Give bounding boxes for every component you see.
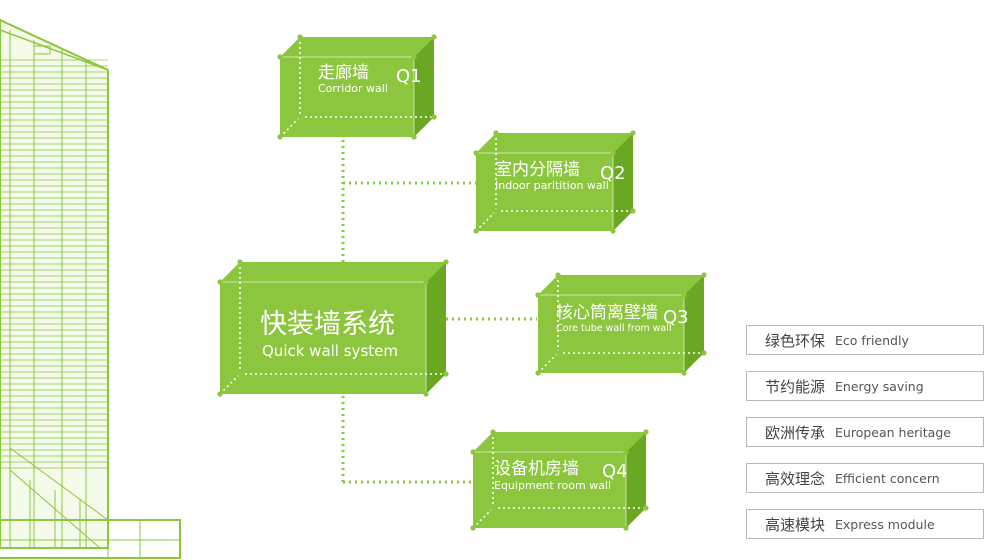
feature-en: Eco friendly xyxy=(835,332,909,348)
box-q1-title-en: Corridor wall xyxy=(318,82,388,95)
box-corner-dot xyxy=(623,525,629,531)
building-illustration xyxy=(0,18,181,559)
box-corner-dot xyxy=(423,279,429,285)
box-front-face xyxy=(476,153,613,231)
feature-item: 节约能源 Energy saving xyxy=(746,371,984,401)
box-corner-dot xyxy=(277,54,283,60)
core-tube-wall-box xyxy=(535,272,707,376)
box-corner-dot xyxy=(297,114,303,120)
box-corner-dot xyxy=(701,350,707,356)
quick-wall-system-box xyxy=(217,259,449,397)
box-q3-title-en: Core tube wall from wall xyxy=(556,323,672,334)
box-corner-dot xyxy=(470,449,476,455)
box-q2-code: Q2 xyxy=(600,163,626,184)
box-front-face xyxy=(538,295,684,373)
box-front-face xyxy=(220,282,426,394)
box-side-face xyxy=(613,133,633,231)
box-corner-dot xyxy=(217,391,223,397)
feature-item: 欧洲传承 European heritage xyxy=(746,417,984,447)
box-corner-dot xyxy=(297,34,303,40)
box-corner-dot xyxy=(237,259,243,265)
box-corner-dot xyxy=(701,272,707,278)
feature-item: 高速模块 Express module xyxy=(746,509,984,539)
feature-en: Efficient concern xyxy=(835,470,940,486)
box-corner-dot xyxy=(535,292,541,298)
box-corner-dot xyxy=(630,208,636,214)
main-title-cn: 快装墙系统 xyxy=(260,309,395,340)
indoor-partition-wall-box xyxy=(473,130,636,234)
box-corner-dot xyxy=(473,150,479,156)
box-front-face xyxy=(280,57,414,137)
box-corner-dot xyxy=(493,208,499,214)
box-corner-dot xyxy=(610,150,616,156)
feature-item: 高效理念 Efficient concern xyxy=(746,463,984,493)
box-corner-dot xyxy=(493,130,499,136)
box-corner-dot xyxy=(217,279,223,285)
equipment-room-wall-box xyxy=(470,429,649,531)
corridor-wall-box xyxy=(277,34,437,140)
box-corner-dot xyxy=(443,259,449,265)
box-side-face xyxy=(414,37,434,137)
box-side-face xyxy=(626,432,646,528)
box-q2-title-en: Indoor paritition wall xyxy=(495,179,609,192)
box-corner-dot xyxy=(431,114,437,120)
box-corner-dot xyxy=(423,391,429,397)
box-q3-title-cn: 核心筒离壁墙 xyxy=(556,303,658,323)
box-corner-dot xyxy=(277,134,283,140)
box-corner-dot xyxy=(643,429,649,435)
box-corner-dot xyxy=(411,134,417,140)
box-corner-dot xyxy=(237,371,243,377)
box-q3-code: Q3 xyxy=(663,307,689,328)
box-q4-title-en: Equipment room wall xyxy=(494,479,612,492)
box-top-face xyxy=(538,275,704,295)
main-title-en: Quick wall system xyxy=(262,342,398,360)
box-corner-dot xyxy=(643,505,649,511)
box-corner-dot xyxy=(610,228,616,234)
box-top-face xyxy=(280,37,434,57)
feature-cn: 节约能源 xyxy=(765,377,826,396)
feature-en: Express module xyxy=(835,516,935,532)
box-q1-code: Q1 xyxy=(396,66,422,87)
box-q4-code: Q4 xyxy=(602,461,628,482)
box-top-face xyxy=(473,432,646,452)
box-side-face xyxy=(684,275,704,373)
box-corner-dot xyxy=(431,34,437,40)
box-corner-dot xyxy=(473,228,479,234)
box-corner-dot xyxy=(490,505,496,511)
box-corner-dot xyxy=(555,350,561,356)
box-corner-dot xyxy=(681,292,687,298)
box-front-face xyxy=(473,452,626,528)
box-top-face xyxy=(476,133,633,153)
feature-cn: 高速模块 xyxy=(765,515,826,534)
box-q1-title-cn: 走廊墙 xyxy=(318,63,369,83)
box-corner-dot xyxy=(470,525,476,531)
box-corner-dot xyxy=(623,449,629,455)
box-corner-dot xyxy=(443,371,449,377)
box-corner-dot xyxy=(681,370,687,376)
box-corner-dot xyxy=(411,54,417,60)
box-q2-title-cn: 室内分隔墙 xyxy=(495,160,580,180)
box-corner-dot xyxy=(555,272,561,278)
feature-cn: 绿色环保 xyxy=(765,331,826,350)
box-top-face xyxy=(220,262,446,282)
feature-cn: 欧洲传承 xyxy=(765,423,826,442)
feature-en: Energy saving xyxy=(835,378,924,394)
box-corner-dot xyxy=(630,130,636,136)
feature-en: European heritage xyxy=(835,424,951,440)
box-corner-dot xyxy=(535,370,541,376)
box-q4-title-cn: 设备机房墙 xyxy=(494,459,579,479)
feature-item: 绿色环保 Eco friendly xyxy=(746,325,984,355)
box-corner-dot xyxy=(490,429,496,435)
box-side-face xyxy=(426,262,446,394)
connectors xyxy=(341,122,537,484)
feature-cn: 高效理念 xyxy=(765,469,826,488)
